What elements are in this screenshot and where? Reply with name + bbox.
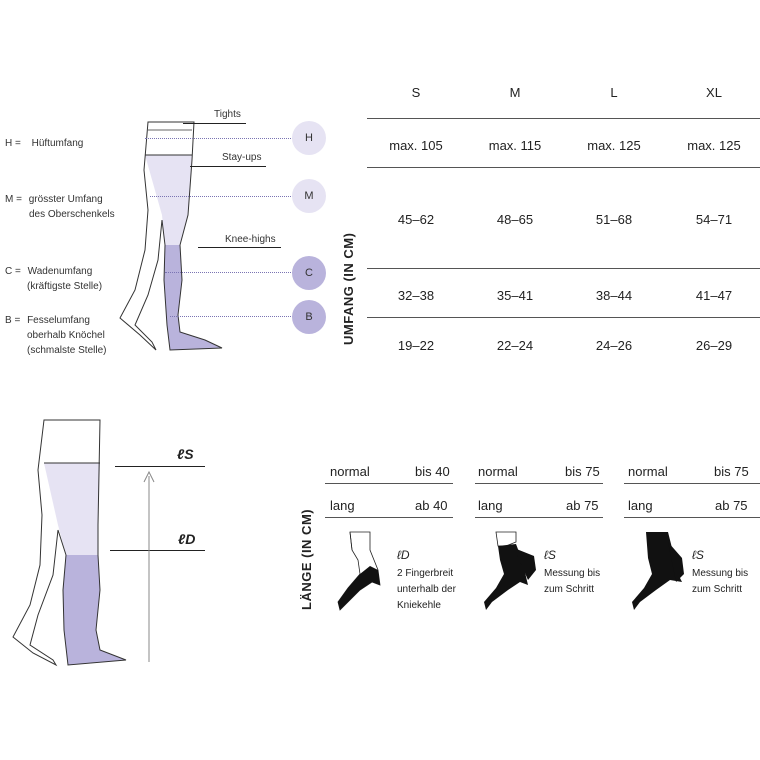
table-cell: max. 125 bbox=[587, 138, 641, 153]
length-normal-value: bis 40 bbox=[415, 464, 450, 479]
legend-h-key: H = bbox=[5, 138, 21, 149]
ls-line bbox=[115, 466, 205, 467]
label-kneehighs: Knee-highs bbox=[225, 234, 276, 245]
length-rule bbox=[325, 483, 453, 484]
leg-illustration-top bbox=[119, 121, 223, 351]
measure-line-m bbox=[150, 196, 295, 197]
table-cell: 26–29 bbox=[695, 338, 733, 353]
stayups-line bbox=[190, 166, 266, 167]
length-lang-label: lang bbox=[628, 498, 653, 513]
length-rule bbox=[325, 517, 453, 518]
length-lang-label: lang bbox=[330, 498, 355, 513]
legend-c-text1: Wadenumfang bbox=[27, 266, 93, 277]
legend-m-text1: grösster Umfang bbox=[28, 194, 103, 205]
table-rule bbox=[367, 268, 760, 269]
label-stayups: Stay-ups bbox=[222, 152, 262, 163]
label-tights: Tights bbox=[214, 109, 241, 120]
size-table-title: UMFANG (IN CM) bbox=[341, 232, 356, 345]
marker-c: C bbox=[292, 256, 326, 290]
legend-b-text1: Fesselumfang bbox=[27, 315, 90, 326]
marker-b: B bbox=[292, 300, 326, 334]
legend-b-text2: oberhalb Knöchel bbox=[27, 330, 105, 341]
stay-up-icon bbox=[484, 531, 536, 610]
legend-b: B = Fesselumfang oberhalb Knöchel (schma… bbox=[5, 313, 106, 358]
ld-mark: ℓD bbox=[178, 531, 196, 547]
length-normal-label: normal bbox=[628, 464, 668, 479]
desc-3-line2: zum Schritt bbox=[692, 584, 743, 595]
table-cell: 54–71 bbox=[695, 212, 733, 227]
table-cell: 48–65 bbox=[496, 212, 534, 227]
legend-b-text3: (schmalste Stelle) bbox=[27, 345, 107, 356]
length-lang-value: ab 75 bbox=[715, 498, 748, 513]
legend-h-text: Hüftumfang bbox=[31, 138, 84, 149]
desc-1-line1: 2 Fingerbreit bbox=[397, 568, 454, 579]
size-header-m: M bbox=[509, 85, 521, 100]
leg-illustration-bottom bbox=[12, 419, 127, 667]
marker-h: H bbox=[292, 121, 326, 155]
length-normal-label: normal bbox=[330, 464, 370, 479]
desc-mark-1: ℓD bbox=[397, 548, 410, 562]
measure-line-h bbox=[145, 138, 295, 139]
legend-c: C = Wadenumfang (kräftigste Stelle) bbox=[5, 264, 102, 294]
length-lang-value: ab 75 bbox=[566, 498, 599, 513]
table-cell: 24–26 bbox=[595, 338, 633, 353]
tights-line bbox=[183, 123, 246, 124]
table-cell: 22–24 bbox=[496, 338, 534, 353]
desc-mark-2: ℓS bbox=[544, 548, 556, 562]
measure-line-b bbox=[170, 316, 295, 317]
desc-2-line1: Messung bis bbox=[544, 568, 601, 579]
table-rule bbox=[367, 317, 760, 318]
length-rule bbox=[475, 517, 603, 518]
table-cell: 45–62 bbox=[397, 212, 435, 227]
table-cell: 41–47 bbox=[695, 288, 733, 303]
ld-line bbox=[110, 550, 205, 551]
length-normal-value: bis 75 bbox=[714, 464, 749, 479]
length-normal-label: normal bbox=[478, 464, 518, 479]
desc-mark-3: ℓS bbox=[692, 548, 704, 562]
legend-m: M = grösster Umfang des Oberschenkels bbox=[5, 192, 115, 222]
length-lang-value: ab 40 bbox=[415, 498, 448, 513]
legend-m-text2: des Oberschenkels bbox=[29, 209, 115, 220]
desc-2-line2: zum Schritt bbox=[544, 584, 595, 595]
knee-high-icon bbox=[337, 531, 381, 611]
table-cell: 19–22 bbox=[397, 338, 435, 353]
tights-icon bbox=[632, 532, 684, 610]
ls-mark: ℓS bbox=[177, 446, 194, 462]
kneehighs-line bbox=[198, 247, 281, 248]
desc-3-line1: Messung bis bbox=[692, 568, 749, 579]
table-cell: max. 125 bbox=[687, 138, 741, 153]
table-cell: max. 115 bbox=[488, 138, 542, 153]
length-normal-value: bis 75 bbox=[565, 464, 600, 479]
legend-c-text2: (kräftigste Stelle) bbox=[27, 281, 103, 292]
arrow-up-icon bbox=[143, 470, 155, 662]
table-cell: 51–68 bbox=[595, 212, 633, 227]
length-rule bbox=[624, 517, 760, 518]
size-header-l: L bbox=[610, 85, 618, 100]
legend-m-key: M = bbox=[5, 194, 22, 205]
desc-1: 2 Fingerbreit unterhalb der Kniekehle bbox=[397, 566, 456, 614]
marker-m: M bbox=[292, 179, 326, 213]
table-cell: 32–38 bbox=[397, 288, 435, 303]
table-cell: max. 105 bbox=[389, 138, 443, 153]
desc-2: Messung bis zum Schritt bbox=[544, 566, 600, 598]
table-cell: 35–41 bbox=[496, 288, 534, 303]
length-rule bbox=[475, 483, 603, 484]
size-header-xl: XL bbox=[706, 85, 722, 100]
length-title: LÄNGE (IN CM) bbox=[299, 508, 314, 610]
desc-1-line3: Kniekehle bbox=[397, 600, 441, 611]
table-rule bbox=[367, 118, 760, 119]
desc-3: Messung bis zum Schritt bbox=[692, 566, 748, 598]
legend-b-key: B = bbox=[5, 315, 21, 326]
length-rule bbox=[624, 483, 760, 484]
desc-1-line2: unterhalb der bbox=[397, 584, 456, 595]
measure-line-c bbox=[165, 272, 295, 273]
size-header-s: S bbox=[411, 85, 421, 100]
legend-c-key: C = bbox=[5, 266, 21, 277]
table-rule bbox=[367, 167, 760, 168]
table-cell: 38–44 bbox=[595, 288, 633, 303]
legend-h: H = Hüftumfang bbox=[5, 136, 83, 151]
length-lang-label: lang bbox=[478, 498, 503, 513]
